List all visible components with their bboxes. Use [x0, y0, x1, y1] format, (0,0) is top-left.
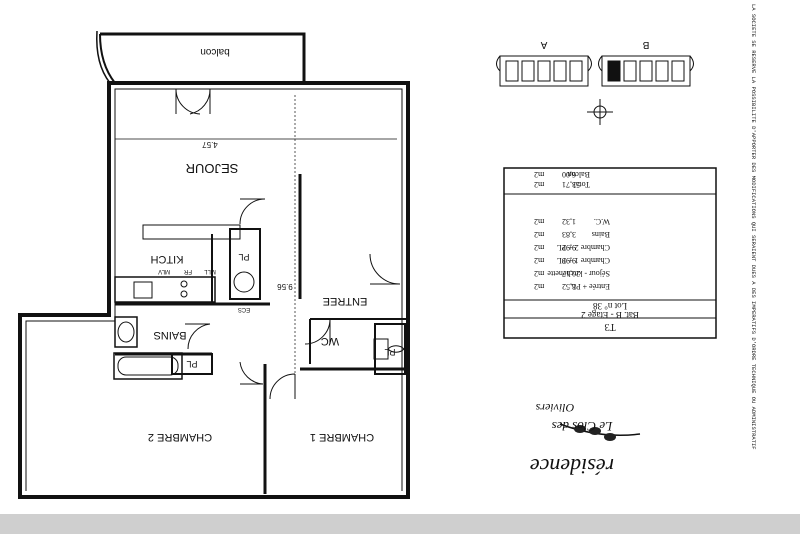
closet-label-wc: PL — [384, 347, 395, 357]
floor-plan — [18, 30, 613, 499]
scan-border — [0, 514, 800, 534]
door-chambre2 — [239, 361, 264, 385]
outer-wall — [18, 81, 410, 499]
bathtub — [113, 352, 183, 380]
bathtub-inner — [117, 356, 179, 376]
residence-logo: résidence Le Clos des Oliviers — [530, 401, 641, 479]
door-bains — [185, 323, 211, 350]
closet-wc — [374, 323, 406, 375]
balcony-arc-outer — [96, 30, 111, 84]
closet-label-bains: PL — [186, 359, 197, 369]
table-row-unit: m2 — [534, 269, 544, 278]
room-label-kitch: KITCH — [150, 253, 183, 265]
table-building-floor: Bât. B - Etage 2 — [581, 310, 639, 320]
closet-bains — [171, 353, 213, 375]
table-type: T3 — [604, 321, 615, 332]
kitchen-counter — [114, 276, 216, 303]
table-total-label: Total — [573, 180, 590, 189]
inner-wall-line — [25, 88, 403, 491]
room-label-entree: ENTREE — [323, 295, 368, 307]
table-balcon-label: Balcon — [567, 170, 590, 179]
appliance-label-mlv: MLV — [158, 268, 170, 274]
door-chambre1 — [269, 373, 296, 400]
bathroom-sink — [114, 316, 138, 348]
logo-line-residence: résidence — [530, 454, 615, 479]
kitchen-wall-cabinet — [142, 224, 241, 240]
bathroom-sink-basin — [117, 321, 135, 343]
logo-line-clos: Le Clos des — [552, 419, 614, 434]
room-label-chambre1: CHAMBRE 1 — [310, 431, 374, 443]
key-plan-label-b: B — [642, 39, 649, 50]
table-row-unit: m2 — [534, 230, 544, 239]
table-balcon-unit: m2 — [534, 170, 544, 179]
door-wc — [304, 318, 331, 345]
water-heater-icon — [233, 271, 255, 293]
key-plan-building-b — [598, 55, 694, 87]
room-label-sejour: SEJOUR — [186, 161, 239, 176]
key-plan — [496, 55, 694, 87]
closet-label-kitchen: PL — [238, 252, 249, 262]
key-plan-label-a: A — [540, 39, 547, 50]
north-marker — [587, 99, 613, 125]
dimension-sejour-width: 4.57 — [202, 140, 218, 149]
kitchen-hob-2 — [180, 280, 188, 288]
olive-3 — [574, 425, 586, 433]
balcony-arc — [99, 33, 116, 84]
door-entree — [369, 253, 401, 285]
door-sejour — [239, 198, 266, 225]
table-balcon-value: 6,00 — [562, 170, 576, 179]
room-label-balcon: balcon — [200, 46, 229, 57]
door-balcony — [175, 88, 211, 115]
dimension-depth: 9.56 — [277, 282, 293, 291]
kitchen-hob-1 — [180, 290, 188, 298]
table-row-label: Entrée + PL — [571, 282, 610, 291]
surface-table — [503, 167, 717, 339]
table-row-label: Chambre 2 + PL — [557, 243, 610, 252]
table-total-unit: m2 — [534, 180, 544, 189]
room-label-bains: BAINS — [153, 329, 186, 341]
table-row-value: 1,32 — [562, 217, 576, 226]
table-row-unit: m2 — [534, 256, 544, 265]
appliance-label-ecs: ECS — [238, 306, 250, 312]
logo-line-oliviers: Oliviers — [535, 401, 574, 415]
table-row-unit: m2 — [534, 217, 544, 226]
table-lot: Lot n° 38 — [592, 301, 627, 311]
key-plan-highlighted-lot — [607, 60, 621, 82]
key-plan-building-a — [496, 55, 592, 87]
room-label-wc: WC — [321, 335, 339, 347]
table-row-value: 8,52 — [562, 282, 576, 291]
table-total-value: 53,71 — [562, 180, 580, 189]
olive-2 — [589, 427, 601, 435]
table-row-value: 20,17 — [562, 269, 580, 278]
kitchen-sink — [133, 281, 153, 299]
table-row-unit: m2 — [534, 282, 544, 291]
appliance-label-mll: MLL — [204, 268, 216, 274]
table-row-label: Chambre 1 + PL — [557, 256, 610, 265]
table-row-unit: m2 — [534, 243, 544, 252]
room-label-chambre2: CHAMBRE 2 — [148, 431, 212, 443]
table-row-label: Séjour - kitchenette — [547, 269, 610, 278]
closet-kitchen — [229, 228, 261, 300]
olive-1 — [604, 433, 616, 441]
toilet — [373, 338, 405, 360]
appliance-label-fr: FR — [183, 268, 192, 274]
disclaimer-text: LA SOCIETE SE RESERVE LA POSSIBILITE D'A… — [750, 4, 757, 450]
table-row-value: 9,92 — [562, 243, 576, 252]
table-row-value: 3,83 — [562, 230, 576, 239]
olive-branch — [559, 423, 641, 436]
balcony-outline — [100, 32, 306, 83]
table-row-value: 9,95 — [562, 256, 576, 265]
table-row-label: Bains — [592, 230, 610, 239]
table-row-label: W.C. — [594, 217, 610, 226]
